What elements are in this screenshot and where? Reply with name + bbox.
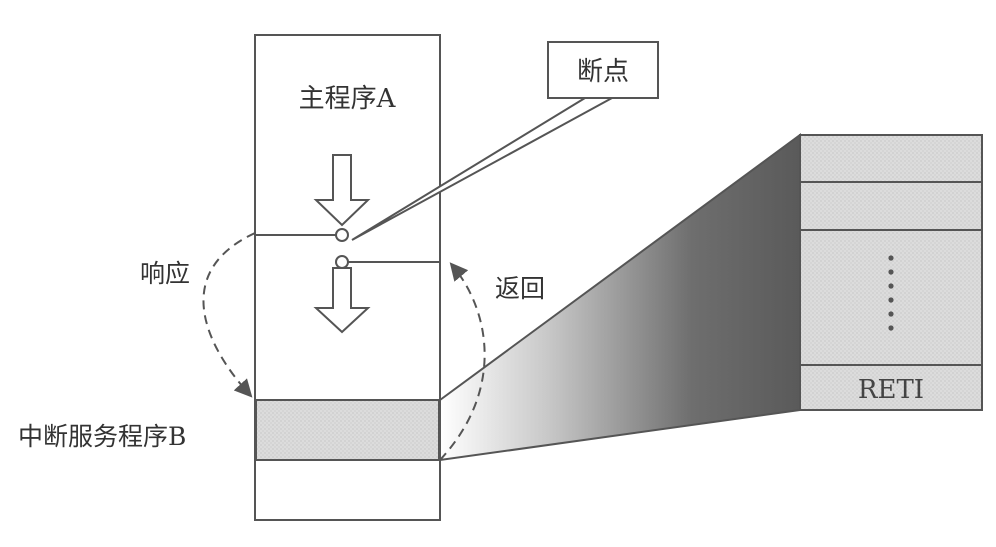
expansion-wedge (439, 133, 801, 462)
reti-label: RETI (858, 375, 924, 405)
isr-band (255, 399, 440, 461)
main-program-label: 主程序A (299, 84, 397, 114)
response-arrow (202, 232, 256, 398)
breakpoint-circle-lower (335, 255, 349, 269)
breakpoint-label: 断点 (577, 57, 629, 87)
return-label: 返回 (495, 274, 545, 303)
breakpoint-callout-box (547, 41, 659, 99)
return-arrow (439, 262, 486, 461)
down-arrow-icon (313, 154, 371, 227)
breakpoint-circle-upper (335, 228, 349, 242)
isr-label: 中断服务程序B (18, 422, 186, 451)
down-arrow-icon (313, 267, 371, 334)
response-label: 响应 (140, 259, 190, 288)
ellipsis-dots (888, 255, 894, 331)
